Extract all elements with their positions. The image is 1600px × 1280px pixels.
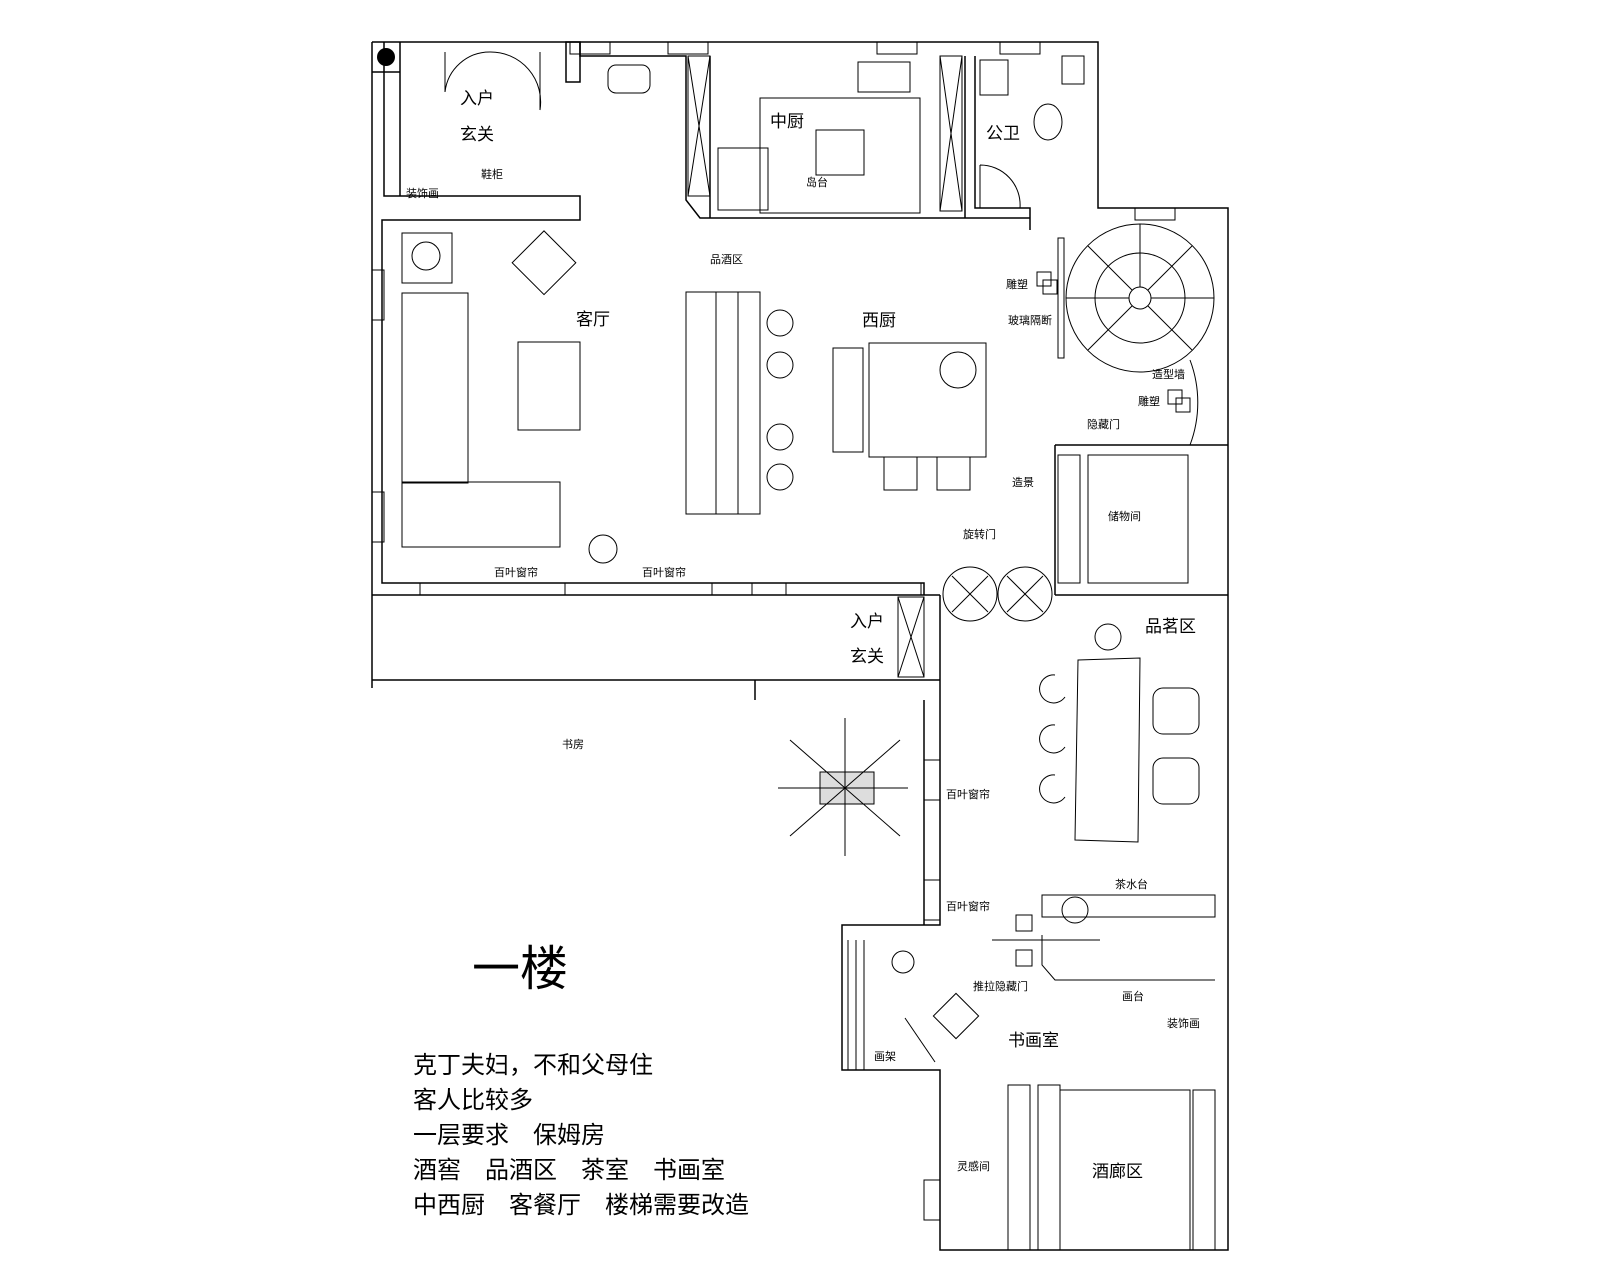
label-glass-partition: 玻璃隔断 bbox=[1008, 313, 1052, 327]
label-sliding-hidden-door: 推拉隐藏门 bbox=[973, 979, 1028, 993]
revolving-door-icon bbox=[942, 566, 1053, 622]
room-public-bath: 公卫 bbox=[986, 124, 1020, 144]
label-landscape: 造景 bbox=[1012, 475, 1034, 489]
label-blinds: 百叶窗帘 bbox=[494, 565, 538, 579]
room-storage: 储物间 bbox=[1108, 509, 1141, 523]
label-painting-table: 画台 bbox=[1122, 989, 1144, 1003]
label-blinds: 百叶窗帘 bbox=[946, 787, 990, 801]
label-wine-tasting: 品酒区 bbox=[710, 253, 743, 266]
room-tea-area: 品茗区 bbox=[1145, 617, 1196, 637]
room-foyer-bottom: 玄关 bbox=[850, 647, 884, 667]
label-sculpture: 雕塑 bbox=[1006, 277, 1028, 291]
room-chinese-kitchen: 中厨 bbox=[770, 112, 804, 132]
fixtures bbox=[377, 48, 1215, 1063]
note-line: 酒窖 品酒区 茶室 书画室 bbox=[413, 1156, 725, 1184]
floor-title: 一楼 bbox=[472, 941, 568, 997]
design-notes: 克丁夫妇，不和父母住 客人比较多 一层要求 保姆房 酒窖 品酒区 茶室 书画室 … bbox=[413, 1048, 749, 1223]
windows bbox=[371, 41, 1176, 1221]
room-entry-bottom: 入户 bbox=[850, 612, 884, 632]
column-icon bbox=[377, 48, 395, 66]
label-hidden-door: 隐藏门 bbox=[1087, 417, 1120, 431]
label-sculpture-2: 雕塑 bbox=[1138, 394, 1160, 408]
label-easel: 画架 bbox=[874, 1050, 896, 1063]
wine-cabinet bbox=[685, 291, 761, 515]
room-study-small: 书房 bbox=[562, 738, 584, 751]
label-decor-painting-right: 装饰画 bbox=[1167, 1016, 1200, 1030]
label-shoe-cabinet: 鞋柜 bbox=[481, 167, 503, 181]
room-entry-top: 入户 bbox=[460, 89, 494, 109]
room-living: 客厅 bbox=[576, 310, 610, 330]
room-labels: 入户 玄关 中厨 公卫 客厅 西厨 入户 玄关 品茗区 书房 书画室 灵感间 酒… bbox=[460, 89, 1196, 1182]
label-blinds: 百叶窗帘 bbox=[946, 899, 990, 913]
note-line: 中西厨 客餐厅 楼梯需要改造 bbox=[413, 1191, 749, 1219]
label-island: 岛台 bbox=[806, 175, 828, 189]
annotations: 鞋柜 装饰画 岛台 品酒区 雕塑 玻璃隔断 造型墙 雕塑 隐藏门 造景 旋转门 … bbox=[406, 167, 1200, 1063]
room-painting: 书画室 bbox=[1008, 1031, 1059, 1051]
note-line: 一层要求 保姆房 bbox=[413, 1121, 605, 1149]
label-decor-painting: 装饰画 bbox=[406, 186, 439, 200]
room-inspiration: 灵感间 bbox=[957, 1160, 990, 1173]
room-western-kitchen: 西厨 bbox=[862, 311, 896, 331]
note-line: 克丁夫妇，不和父母住 bbox=[413, 1051, 653, 1079]
label-tea-counter: 茶水台 bbox=[1115, 877, 1148, 891]
label-feature-wall: 造型墙 bbox=[1152, 367, 1185, 381]
note-line: 客人比较多 bbox=[413, 1086, 533, 1114]
label-blinds: 百叶窗帘 bbox=[642, 565, 686, 579]
room-foyer-top: 玄关 bbox=[460, 125, 494, 145]
plant-icon bbox=[778, 718, 908, 856]
label-revolving-door: 旋转门 bbox=[963, 527, 996, 541]
room-wine-gallery: 酒廊区 bbox=[1092, 1162, 1143, 1182]
